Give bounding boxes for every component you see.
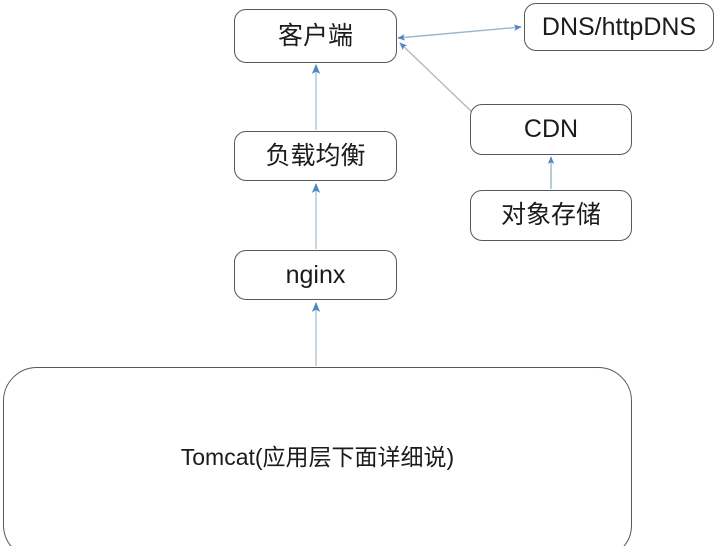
node-nginx-label: nginx xyxy=(285,260,346,289)
node-cdn[interactable]: CDN xyxy=(470,104,632,155)
node-dns[interactable]: DNS/httpDNS xyxy=(524,3,714,51)
node-load-balancer[interactable]: 负载均衡 xyxy=(234,131,397,181)
node-object-storage-label: 对象存储 xyxy=(500,201,601,229)
node-load-balancer-label: 负载均衡 xyxy=(265,141,366,170)
edge-cdn-client xyxy=(399,42,473,113)
node-cdn-label: CDN xyxy=(523,115,579,143)
node-object-storage[interactable]: 对象存储 xyxy=(470,190,632,241)
node-client-label: 客户端 xyxy=(277,21,353,50)
node-client[interactable]: 客户端 xyxy=(234,9,397,63)
edge-client-dns xyxy=(397,24,522,41)
node-tomcat[interactable]: Tomcat(应用层下面详细说) xyxy=(3,367,632,546)
node-nginx[interactable]: nginx xyxy=(234,250,397,300)
node-dns-label: DNS/httpDNS xyxy=(541,12,697,41)
node-tomcat-label: Tomcat(应用层下面详细说) xyxy=(180,444,455,470)
